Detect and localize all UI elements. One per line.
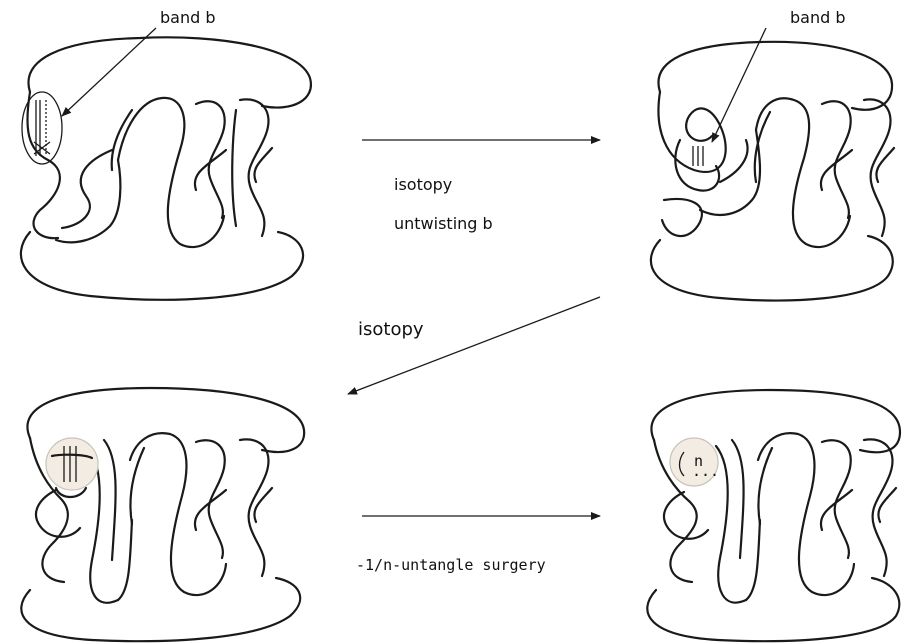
panel-3-knot bbox=[21, 388, 304, 641]
arrow-isotopy-2 bbox=[348, 297, 600, 394]
panel-4-knot bbox=[647, 390, 900, 641]
label-band-b-right: band b bbox=[790, 8, 846, 27]
label-untangle-surgery: -1/n-untangle surgery bbox=[356, 556, 546, 574]
panel-2-band bbox=[690, 146, 710, 166]
label-isotopy-1: isotopy bbox=[394, 175, 452, 194]
disk-label-dots: ... bbox=[692, 462, 719, 480]
label-band-b-left: band b bbox=[160, 8, 216, 27]
label-isotopy-2: isotopy bbox=[358, 319, 424, 340]
band-pointer-left bbox=[62, 28, 156, 116]
panel-1-knot bbox=[21, 37, 311, 299]
panel-4-disk: n ... bbox=[670, 438, 719, 486]
label-untwisting-b: untwisting b bbox=[394, 214, 493, 233]
panel-2-knot bbox=[651, 42, 894, 301]
panel-3-disk bbox=[46, 438, 98, 497]
